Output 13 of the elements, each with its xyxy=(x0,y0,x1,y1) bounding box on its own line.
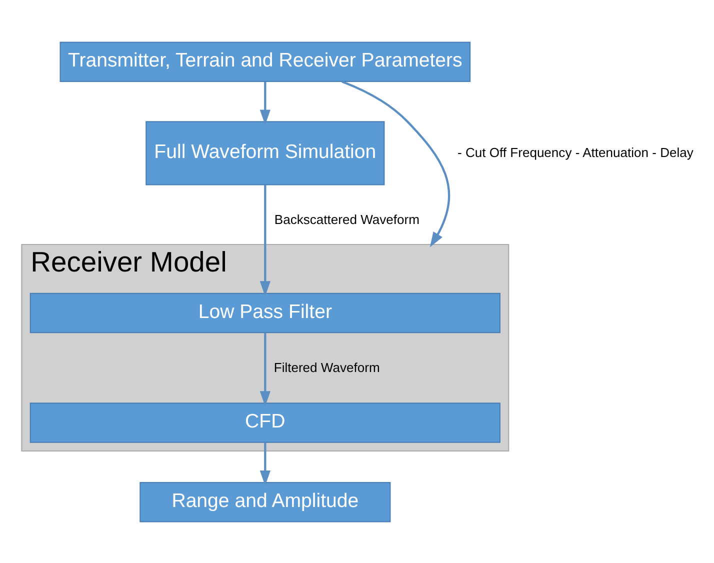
arrow xyxy=(342,80,450,247)
node-box: Low Pass Filter xyxy=(30,292,500,333)
node-box: Transmitter, Terrain and Receiver Parameters xyxy=(60,41,471,82)
node-box: Full Waveform Simulation xyxy=(146,120,385,185)
edge-label: - Cut Off Frequency - Attenuation - Delay xyxy=(458,144,694,160)
node-box: Range and Amplitude xyxy=(140,481,391,522)
node-box: CFD xyxy=(30,402,500,442)
edge-label: Filtered Waveform xyxy=(274,359,380,374)
arrow xyxy=(260,184,270,296)
arrow xyxy=(260,442,270,486)
arrow xyxy=(260,332,270,406)
edge-label: Backscattered Waveform xyxy=(274,211,420,226)
arrow xyxy=(260,81,270,124)
